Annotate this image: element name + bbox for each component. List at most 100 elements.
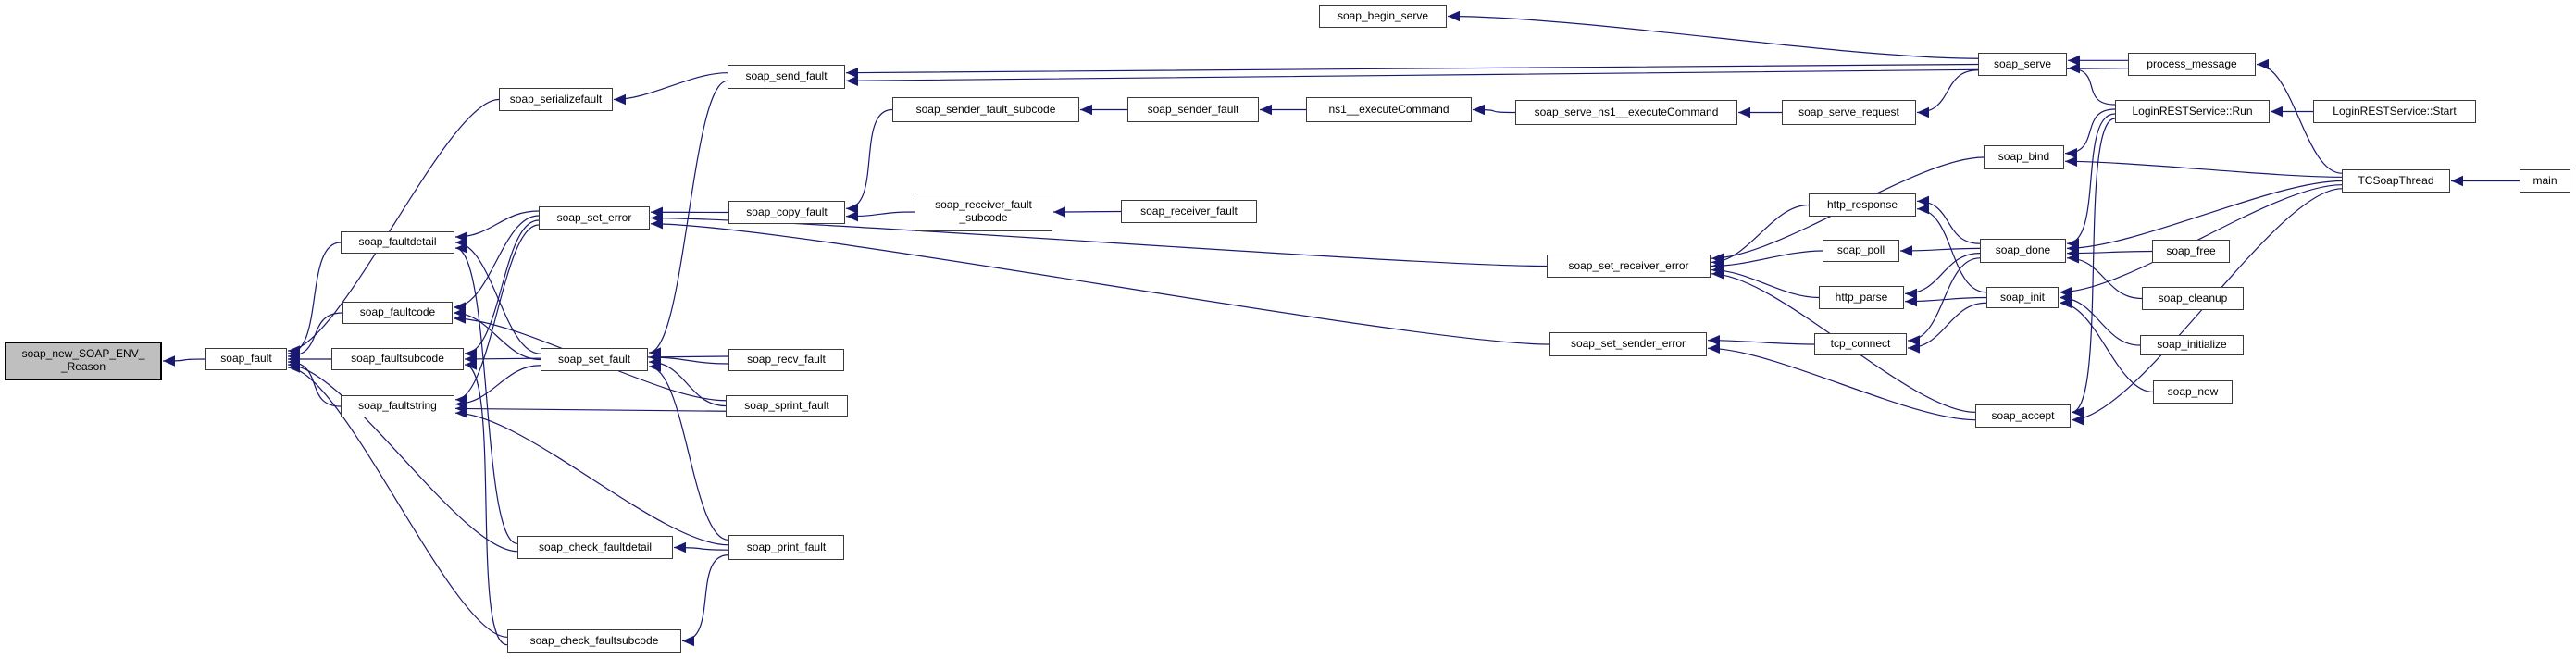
edge-soap-print-fault-to-soap-check-faultdetail (673, 541, 729, 553)
graph-node-soap-sender-fault[interactable]: soap_sender_fault (1127, 97, 1259, 122)
graph-node-soap-faultstring[interactable]: soap_faultstring (341, 395, 454, 417)
edge-soap-done-to-tcp-connect (1907, 257, 1981, 346)
graph-node-soap-init[interactable]: soap_init (1986, 287, 2059, 308)
graph-node-label: soap_set_receiver_error (1568, 258, 1689, 272)
graph-node-tcsoapthread[interactable]: TCSoapThread (2342, 169, 2450, 193)
edge-soap-print-fault-to-soap-set-fault (648, 361, 729, 541)
graph-node-soap-serve-request[interactable]: soap_serve_request (1782, 100, 1916, 125)
edge-loginrestservice-run-to-soap-serve (2067, 62, 2116, 106)
edge-soap-check-faultdetail-to-soap-faultdetail (454, 242, 518, 544)
graph-node-soap-serve[interactable]: soap_serve (1978, 53, 2067, 76)
edge-tcsoapthread-to-soap-bind (2064, 155, 2343, 178)
graph-node-soap-copy-fault[interactable]: soap_copy_fault (728, 201, 845, 224)
graph-node-soap-check-faultsubcode[interactable]: soap_check_faultsubcode (507, 629, 681, 653)
graph-node-soap-set-sender-error[interactable]: soap_set_sender_error (1549, 332, 1707, 356)
edge-soap-done-to-http-parse (1904, 253, 1981, 300)
graph-node-soap-recv-fault[interactable]: soap_recv_fault (728, 349, 844, 371)
graph-node-soap-accept[interactable]: soap_accept (1975, 404, 2071, 428)
graph-node-soap-new[interactable]: soap_new (2153, 380, 2233, 404)
graph-node-label: soap_faultcode (359, 305, 436, 319)
graph-node-ns1-executecommand[interactable]: ns1__executeCommand (1306, 97, 1472, 122)
graph-node-soap-serializefault[interactable]: soap_serializefault (499, 88, 613, 111)
edge-soap-sender-fault-subcode-to-soap-copy-fault (845, 108, 893, 215)
graph-node-label: soap_set_sender_error (1570, 337, 1686, 351)
graph-node-soap-set-receiver-error[interactable]: soap_set_receiver_error (1547, 255, 1711, 278)
graph-node-label: soap_serve_request (1798, 105, 1899, 118)
graph-node-soap-faultsubcode[interactable]: soap_faultsubcode (331, 348, 464, 370)
edge-soap-receiver-fault-to-soap-receiver-fault-subcode (1052, 206, 1122, 218)
graph-node-label: LoginRESTService::Run (2132, 104, 2253, 118)
graph-node-loginrestservice-run[interactable]: LoginRESTService::Run (2115, 100, 2270, 123)
graph-node-label: TCSoapThread (2358, 173, 2434, 187)
edge-soap-fault-to-soap-new-soap-env-reason (162, 355, 206, 367)
graph-node-http-response[interactable]: http_response (1809, 193, 1916, 217)
graph-node-process-message[interactable]: process_message (2128, 53, 2256, 76)
edge-http-response-to-soap-set-receiver-error (1711, 204, 1810, 268)
graph-node-label: soap_done (1995, 243, 2051, 257)
edge-soap-set-error-to-soap-faultsubcode (464, 219, 540, 359)
edge-tcsoapthread-to-soap-done (2066, 180, 2343, 255)
graph-node-label: _Reason (60, 360, 106, 373)
edge-soap-serve-ns1-executecommand-to-ns1-executecommand (1472, 104, 1516, 116)
graph-node-label: soap_sender_fault (1147, 102, 1239, 116)
edge-soap-done-to-http-response (1916, 195, 1981, 244)
edge-soap-set-error-to-soap-faultdetail (454, 210, 540, 242)
edge-soap-sprint-fault-to-soap-set-fault (648, 356, 727, 407)
edge-soap-initialize-to-soap-init (2059, 292, 2141, 346)
graph-node-soap-free[interactable]: soap_free (2152, 240, 2230, 263)
graph-node-soap-poll[interactable]: soap_poll (1823, 240, 1899, 262)
edge-soap-set-sender-error-to-soap-set-error (650, 218, 1550, 345)
graph-node-main[interactable]: main (2520, 169, 2570, 193)
graph-node-label: soap_init (1999, 290, 2046, 304)
graph-node-label: soap_set_error (556, 210, 632, 224)
graph-node-soap-faultcode[interactable]: soap_faultcode (342, 302, 453, 324)
graph-node-label: soap_fault (220, 352, 272, 366)
graph-node-label: soap_print_fault (746, 540, 827, 553)
graph-node-soap-initialize[interactable]: soap_initialize (2140, 335, 2244, 355)
graph-node-label: soap_copy_fault (746, 205, 828, 218)
graph-node-label: soap_faultstring (358, 399, 437, 413)
graph-node-label: soap_set_fault (557, 352, 631, 366)
edge-soap-recv-fault-to-soap-set-fault (648, 352, 729, 365)
graph-node-soap-receiver-fault[interactable]: soap_receiver_fault (1121, 200, 1257, 223)
edge-soap-free-to-soap-done (2066, 247, 2153, 259)
graph-node-soap-sender-fault-subcode[interactable]: soap_sender_fault_subcode (892, 97, 1079, 122)
edge-soap-poll-to-soap-set-receiver-error (1711, 250, 1823, 272)
graph-node-label: _subcode (959, 211, 1008, 224)
graph-node-soap-done[interactable]: soap_done (1980, 239, 2066, 263)
graph-node-tcp-connect[interactable]: tcp_connect (1814, 333, 1907, 355)
graph-node-soap-sprint-fault[interactable]: soap_sprint_fault (726, 395, 848, 417)
graph-node-soap-set-error[interactable]: soap_set_error (539, 206, 650, 230)
edge-soap-accept-to-soap-set-sender-error (1707, 342, 1976, 421)
edge-tcsoapthread-to-soap-init (2059, 184, 2343, 298)
graph-node-soap-cleanup[interactable]: soap_cleanup (2142, 287, 2244, 310)
graph-node-label: soap_accept (1991, 408, 2055, 422)
edge-soap-init-to-http-parse (1904, 295, 1987, 307)
graph-node-soap-begin-serve[interactable]: soap_begin_serve (1319, 5, 1447, 28)
edge-soap-set-fault-to-soap-faultcode (453, 307, 541, 361)
graph-node-http-parse[interactable]: http_parse (1819, 286, 1904, 309)
graph-node-soap-print-fault[interactable]: soap_print_fault (728, 535, 844, 560)
graph-node-soap-fault[interactable]: soap_fault (205, 348, 287, 370)
graph-node-label: process_message (2147, 56, 2237, 70)
graph-node-label: soap_check_faultdetail (538, 540, 653, 553)
graph-node-label: main (2532, 173, 2557, 187)
edge-soap-set-error-to-soap-faultstring (454, 224, 540, 405)
graph-node-label: ns1__executeCommand (1328, 102, 1450, 116)
graph-node-soap-set-fault[interactable]: soap_set_fault (541, 348, 648, 371)
graph-node-soap-receiver-fault-subcode[interactable]: soap_receiver_fault_subcode (915, 193, 1052, 231)
graph-node-label: soap_free (2166, 243, 2216, 257)
edge-soap-print-fault-to-soap-check-faultsubcode (681, 554, 729, 647)
graph-node-soap-send-fault[interactable]: soap_send_fault (728, 65, 845, 89)
graph-node-label: http_response (1826, 197, 1898, 211)
graph-node-soap-bind[interactable]: soap_bind (1984, 145, 2064, 169)
graph-node-loginrestservice-start[interactable]: LoginRESTService::Start (2313, 100, 2476, 123)
graph-node-label: soap_sender_fault_subcode (915, 102, 1056, 116)
graph-node-soap-faultdetail[interactable]: soap_faultdetail (341, 231, 454, 254)
graph-node-label: soap_cleanup (2158, 291, 2228, 305)
edge-soap-check-faultdetail-to-soap-fault (287, 359, 518, 553)
graph-node-soap-serve-ns1-executecommand[interactable]: soap_serve_ns1__executeCommand (1515, 100, 1737, 125)
graph-node-soap-check-faultdetail[interactable]: soap_check_faultdetail (517, 536, 673, 559)
edge-loginrestservice-run-to-soap-bind (2064, 108, 2116, 159)
graph-node-label: soap_serializefault (509, 92, 603, 106)
